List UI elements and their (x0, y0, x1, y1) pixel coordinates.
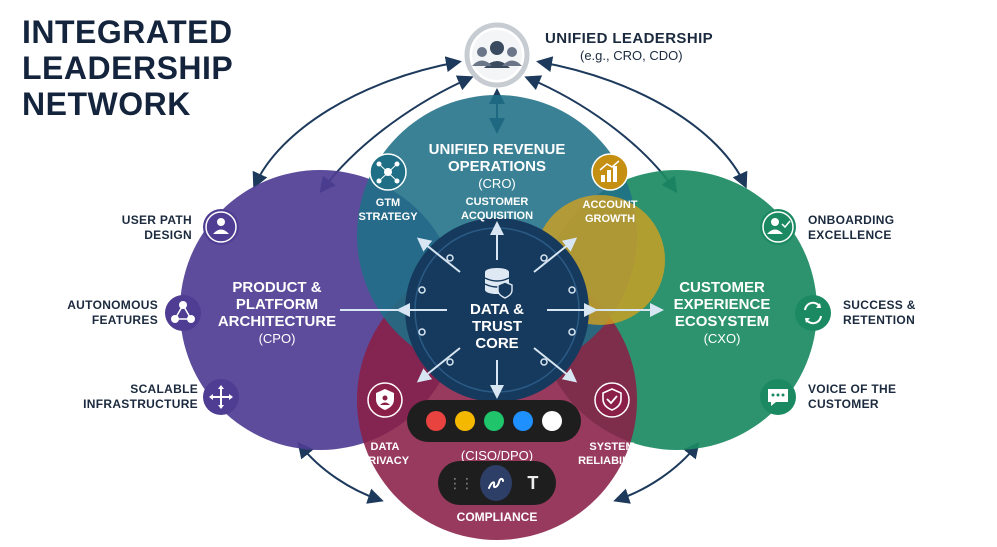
left-item-line: INFRASTRUCTURE (83, 397, 198, 411)
revenue-title-2: OPERATIONS (448, 158, 546, 175)
arrow-cx-security (613, 441, 700, 504)
right-item-onboarding: ONBOARDING EXCELLENCE (808, 213, 928, 243)
left-item-line: USER PATH (121, 213, 192, 227)
cx-title-3: ECOSYSTEM (675, 313, 769, 330)
revenue-title-1: UNIFIED REVENUE (429, 141, 566, 158)
pen-tool-button[interactable] (480, 465, 512, 501)
reliability-shield-icon (594, 382, 630, 418)
revenue-role: (CRO) (478, 176, 516, 191)
right-item-line: CUSTOMER (808, 397, 879, 411)
arrow-leadership-cx (536, 56, 748, 189)
product-title-3: ARCHITECTURE (218, 313, 336, 330)
growth-label-1: ACCOUNT (583, 199, 638, 211)
right-item-line: ONBOARDING (808, 213, 895, 227)
product-labels: PRODUCT & PLATFORM ARCHITECTURE (CPO) (218, 279, 336, 346)
color-swatch-blue[interactable] (513, 411, 533, 431)
security-role: (CISO/DPO) (461, 448, 533, 463)
title-line: LEADERSHIP (22, 50, 234, 86)
retention-cycle-icon (795, 295, 831, 331)
product-role: (CPO) (259, 331, 296, 346)
right-item-line: EXCELLENCE (808, 228, 892, 242)
page-title: INTEGRATED LEADERSHIP NETWORK (22, 14, 233, 122)
cx-labels: CUSTOMER EXPERIENCE ECOSYSTEM (CXO) (674, 279, 771, 346)
right-item-success: SUCCESS & RETENTION (843, 298, 953, 328)
cx-title-1: CUSTOMER (679, 279, 765, 296)
gtm-network-icon (369, 153, 407, 191)
title-line: NETWORK (22, 86, 191, 122)
core-line-1: DATA & (470, 301, 524, 318)
onboarding-icon (760, 209, 796, 245)
core-line-2: TRUST (472, 318, 522, 335)
growth-chart-icon (591, 153, 629, 191)
left-item-line: DESIGN (144, 228, 192, 242)
color-swatch-white[interactable] (542, 411, 562, 431)
right-item-line: SUCCESS & (843, 298, 916, 312)
compliance-label: COMPLIANCE (457, 510, 538, 524)
left-item-autonomous: AUTONOMOUS FEATURES (40, 298, 158, 328)
arrow-product-security (297, 441, 384, 504)
core-circuit-nodes (418, 254, 576, 366)
autonomous-features-icon (165, 295, 201, 331)
color-swatch-red[interactable] (426, 411, 446, 431)
leadership-group-icon (464, 22, 530, 88)
product-title-1: PRODUCT & (232, 279, 321, 296)
right-item-line: VOICE OF THE (808, 382, 897, 396)
acquisition-label-1: CUSTOMER (466, 196, 529, 208)
left-item-line: SCALABLE (130, 382, 198, 396)
revenue-labels: UNIFIED REVENUE OPERATIONS (CRO) GTM STR… (358, 141, 637, 225)
core-labels: DATA & TRUST CORE (470, 301, 524, 352)
privacy-label-2: PRIVACY (361, 455, 410, 467)
left-item-scalable: SCALABLE INFRASTRUCTURE (60, 382, 198, 412)
gtm-label-1: GTM (376, 197, 400, 209)
color-palette-toolbar (407, 400, 581, 442)
cx-role: (CXO) (704, 331, 741, 346)
right-item-line: RETENTION (843, 313, 916, 327)
left-item-user-path: USER PATH DESIGN (100, 213, 192, 243)
scalable-infrastructure-icon (203, 379, 239, 415)
acquisition-label-2: ACQUISITION (461, 210, 533, 222)
drawing-tool-toolbar: ⋮⋮ T (438, 461, 556, 505)
growth-label-2: GROWTH (585, 213, 635, 225)
core-radial-arrows (340, 221, 664, 399)
core-line-3: CORE (475, 335, 518, 352)
privacy-label-1: DATA (371, 441, 400, 453)
title-line: INTEGRATED (22, 14, 233, 50)
security-labels: DATA PRIVACY SYSTEM RELIABILITY (CISO/DP… (361, 441, 647, 524)
reliability-label-1: SYSTEM (589, 441, 634, 453)
pen-squiggle-icon (487, 477, 504, 489)
color-swatch-yellow[interactable] (455, 411, 475, 431)
voice-chat-icon (760, 379, 796, 415)
cx-title-2: EXPERIENCE (674, 296, 771, 313)
reliability-label-2: RELIABILITY (578, 455, 646, 467)
leadership-subtitle: (e.g., CRO, CDO) (580, 48, 683, 63)
left-item-line: AUTONOMOUS (67, 298, 158, 312)
product-title-2: PLATFORM (236, 296, 318, 313)
database-icon (484, 268, 513, 299)
text-tool-button[interactable]: T (527, 472, 539, 493)
right-item-voice: VOICE OF THE CUSTOMER (808, 382, 928, 412)
privacy-shield-icon (367, 382, 403, 418)
gtm-label-2: STRATEGY (358, 211, 418, 223)
color-swatch-green[interactable] (484, 411, 504, 431)
user-path-icon (203, 209, 239, 245)
leadership-title: UNIFIED LEADERSHIP (545, 30, 714, 47)
drag-handle-icon[interactable]: ⋮⋮ (448, 475, 474, 491)
left-item-line: FEATURES (91, 313, 158, 327)
